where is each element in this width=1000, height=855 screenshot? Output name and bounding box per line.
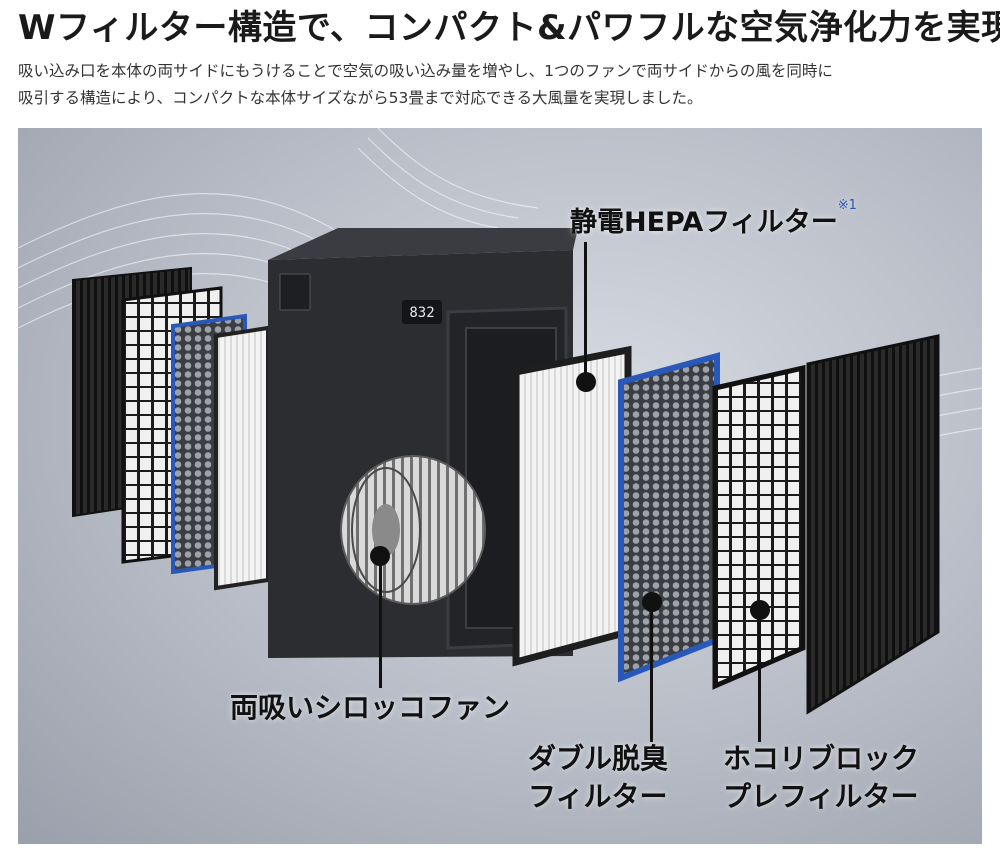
- exploded-view-graphic: 832: [18, 128, 982, 715]
- label-deodorizing-filter: ダブル脱臭 フィルター: [528, 740, 668, 816]
- hepa-callout-dot: [576, 372, 596, 392]
- description-line-1: 吸い込み口を本体の両サイドにもうけることで空気の吸い込み量を増やし、1つのファン…: [18, 62, 833, 80]
- display-readout: 832: [409, 305, 434, 321]
- page-title: Wフィルター構造で、コンパクト&パワフルな空気浄化力を実現: [18, 8, 1000, 48]
- label-sirocco-fan: 両吸いシロッコファン: [230, 691, 511, 724]
- label-hepa-note: ※1: [837, 198, 857, 213]
- label-deodorizing-line-1: ダブル脱臭: [528, 742, 669, 775]
- label-prefilter-line-1: ホコリブロック: [723, 742, 920, 775]
- label-prefilter: ホコリブロック プレフィルター: [723, 740, 919, 816]
- right-hepa-filter: [512, 345, 632, 667]
- label-hepa-filter: 静電HEPAフィルター※1: [570, 198, 857, 239]
- right-outer-grille: [806, 334, 940, 715]
- deodorize-callout-line: [650, 608, 653, 742]
- prefilter-callout-line: [758, 616, 761, 742]
- description-line-2: 吸引する構造により、コンパクトな本体サイズながら53畳まで対応できる大風量を実現…: [18, 89, 703, 107]
- right-prefilter: [712, 364, 806, 690]
- left-hepa-filter: [214, 325, 270, 591]
- fan-callout-line: [379, 562, 382, 688]
- label-prefilter-line-2: プレフィルター: [723, 780, 919, 813]
- label-hepa-filter-text: 静電HEPAフィルター: [570, 207, 838, 238]
- hepa-callout-line: [584, 242, 587, 374]
- deodorize-callout-dot: [642, 592, 662, 612]
- description: 吸い込み口を本体の両サイドにもうけることで空気の吸い込み量を増やし、1つのファン…: [18, 58, 983, 112]
- sirocco-fan: [340, 455, 486, 605]
- product-illustration: 832 静電HEPAフィルター※1 両吸: [18, 128, 982, 844]
- prefilter-callout-dot: [750, 600, 770, 620]
- label-deodorizing-line-2: フィルター: [528, 780, 668, 813]
- right-deodorizing-filter: [618, 352, 720, 683]
- fan-callout-dot: [370, 546, 390, 566]
